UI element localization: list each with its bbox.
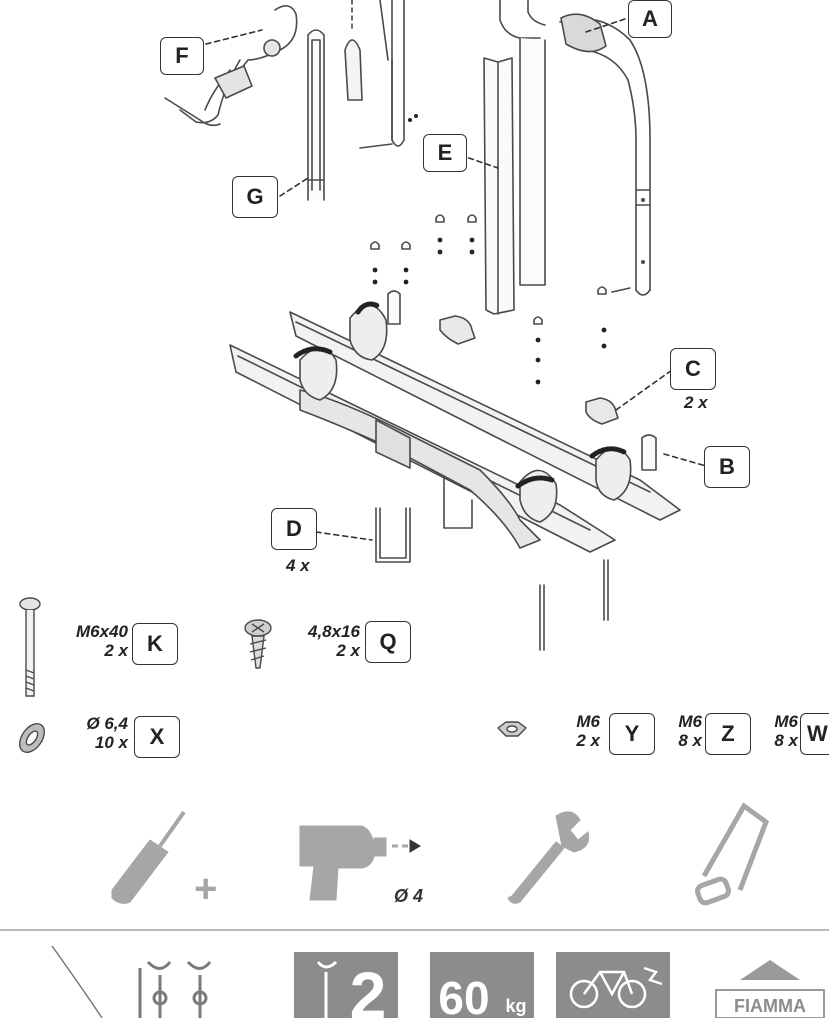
label-hardware-k: K: [132, 623, 178, 665]
bottom-badges: 2 60 kg FIAMMA: [51, 945, 825, 1018]
hacksaw-icon: [695, 802, 770, 906]
drill-bit-size: Ø 4: [394, 886, 424, 906]
vertical-tube: [359, 0, 418, 149]
qty-part-d: 4 x: [286, 556, 310, 575]
leader-lines: [205, 17, 707, 541]
spec-k-size: M6x40: [76, 622, 128, 641]
spec-hardware-y: M6 2 x: [562, 712, 600, 750]
spec-y-qty: 2 x: [576, 731, 600, 750]
max-load-badge: 60 kg: [430, 952, 534, 1018]
label-hardware-z: Z: [705, 713, 751, 755]
qty-part-c: 2 x: [684, 393, 708, 412]
arm-clamp-part-f: [164, 5, 298, 127]
spec-hardware-z: M6 8 x: [664, 712, 702, 750]
loose-nuts: [370, 214, 631, 325]
capacity-number: 2: [350, 958, 387, 1018]
label-hardware-w: W: [800, 713, 829, 755]
plus-sign: +: [194, 867, 217, 911]
label-hardware-q: Q: [365, 621, 411, 663]
spec-k-qty: 2 x: [104, 641, 128, 660]
label-part-c: C: [670, 348, 716, 390]
spec-z-size: M6: [678, 712, 702, 731]
bike-carrier-icon: [138, 960, 212, 1018]
fiamma-logo: FIAMMA: [715, 960, 825, 1018]
spec-q-size: 4,8x16: [308, 622, 360, 641]
spec-x-qty: 10 x: [94, 733, 128, 752]
label-part-d: D: [271, 508, 317, 550]
frame-upright-part-a: [499, 0, 651, 296]
e-bike-badge: [556, 952, 670, 1018]
hex-nut-icon: [496, 721, 528, 737]
hardware-icons: [18, 597, 528, 754]
bracket-part-c: [439, 315, 619, 425]
channel-part-e: [483, 57, 515, 315]
drill-icon: [299, 825, 421, 901]
diagonal-stroke: [51, 945, 103, 1018]
label-hardware-y: Y: [609, 713, 655, 755]
label-hardware-x: X: [134, 716, 180, 758]
label-part-g: G: [232, 176, 278, 218]
label-part-f: F: [160, 37, 204, 75]
spec-w-size: M6: [774, 712, 798, 731]
max-load-unit: kg: [505, 996, 526, 1016]
tall-strap-part-g: [307, 29, 325, 201]
spec-w-qty: 8 x: [774, 731, 798, 750]
rail-carrier-part-b: [229, 290, 681, 651]
brand-text: FIAMMA: [734, 996, 806, 1016]
label-part-a: A: [628, 0, 672, 38]
long-bolt-icon: [19, 597, 41, 697]
spec-z-qty: 8 x: [678, 731, 702, 750]
spec-hardware-w: M6 8 x: [760, 712, 798, 750]
capacity-badge: 2: [294, 952, 398, 1018]
tools-row: +: [111, 802, 770, 911]
spec-hardware-k: M6x40 2 x: [60, 622, 128, 660]
spec-hardware-x: Ø 6,4 10 x: [66, 714, 128, 752]
washer-icon: [18, 722, 46, 754]
wrench-icon: [507, 811, 590, 904]
label-part-e: E: [423, 134, 467, 172]
spec-x-size: Ø 6,4: [86, 714, 128, 733]
label-part-b: B: [704, 446, 750, 488]
u-bolt-part-d: [375, 507, 411, 563]
spec-hardware-q: 4,8x16 2 x: [292, 622, 360, 660]
screwdriver-icon: [111, 810, 186, 904]
strap-loop: [344, 0, 363, 101]
max-load-number: 60: [438, 972, 489, 1018]
loose-fasteners: [372, 237, 607, 385]
spec-q-qty: 2 x: [336, 641, 360, 660]
spec-y-size: M6: [576, 712, 600, 731]
self-tapping-screw-icon: [244, 619, 272, 669]
